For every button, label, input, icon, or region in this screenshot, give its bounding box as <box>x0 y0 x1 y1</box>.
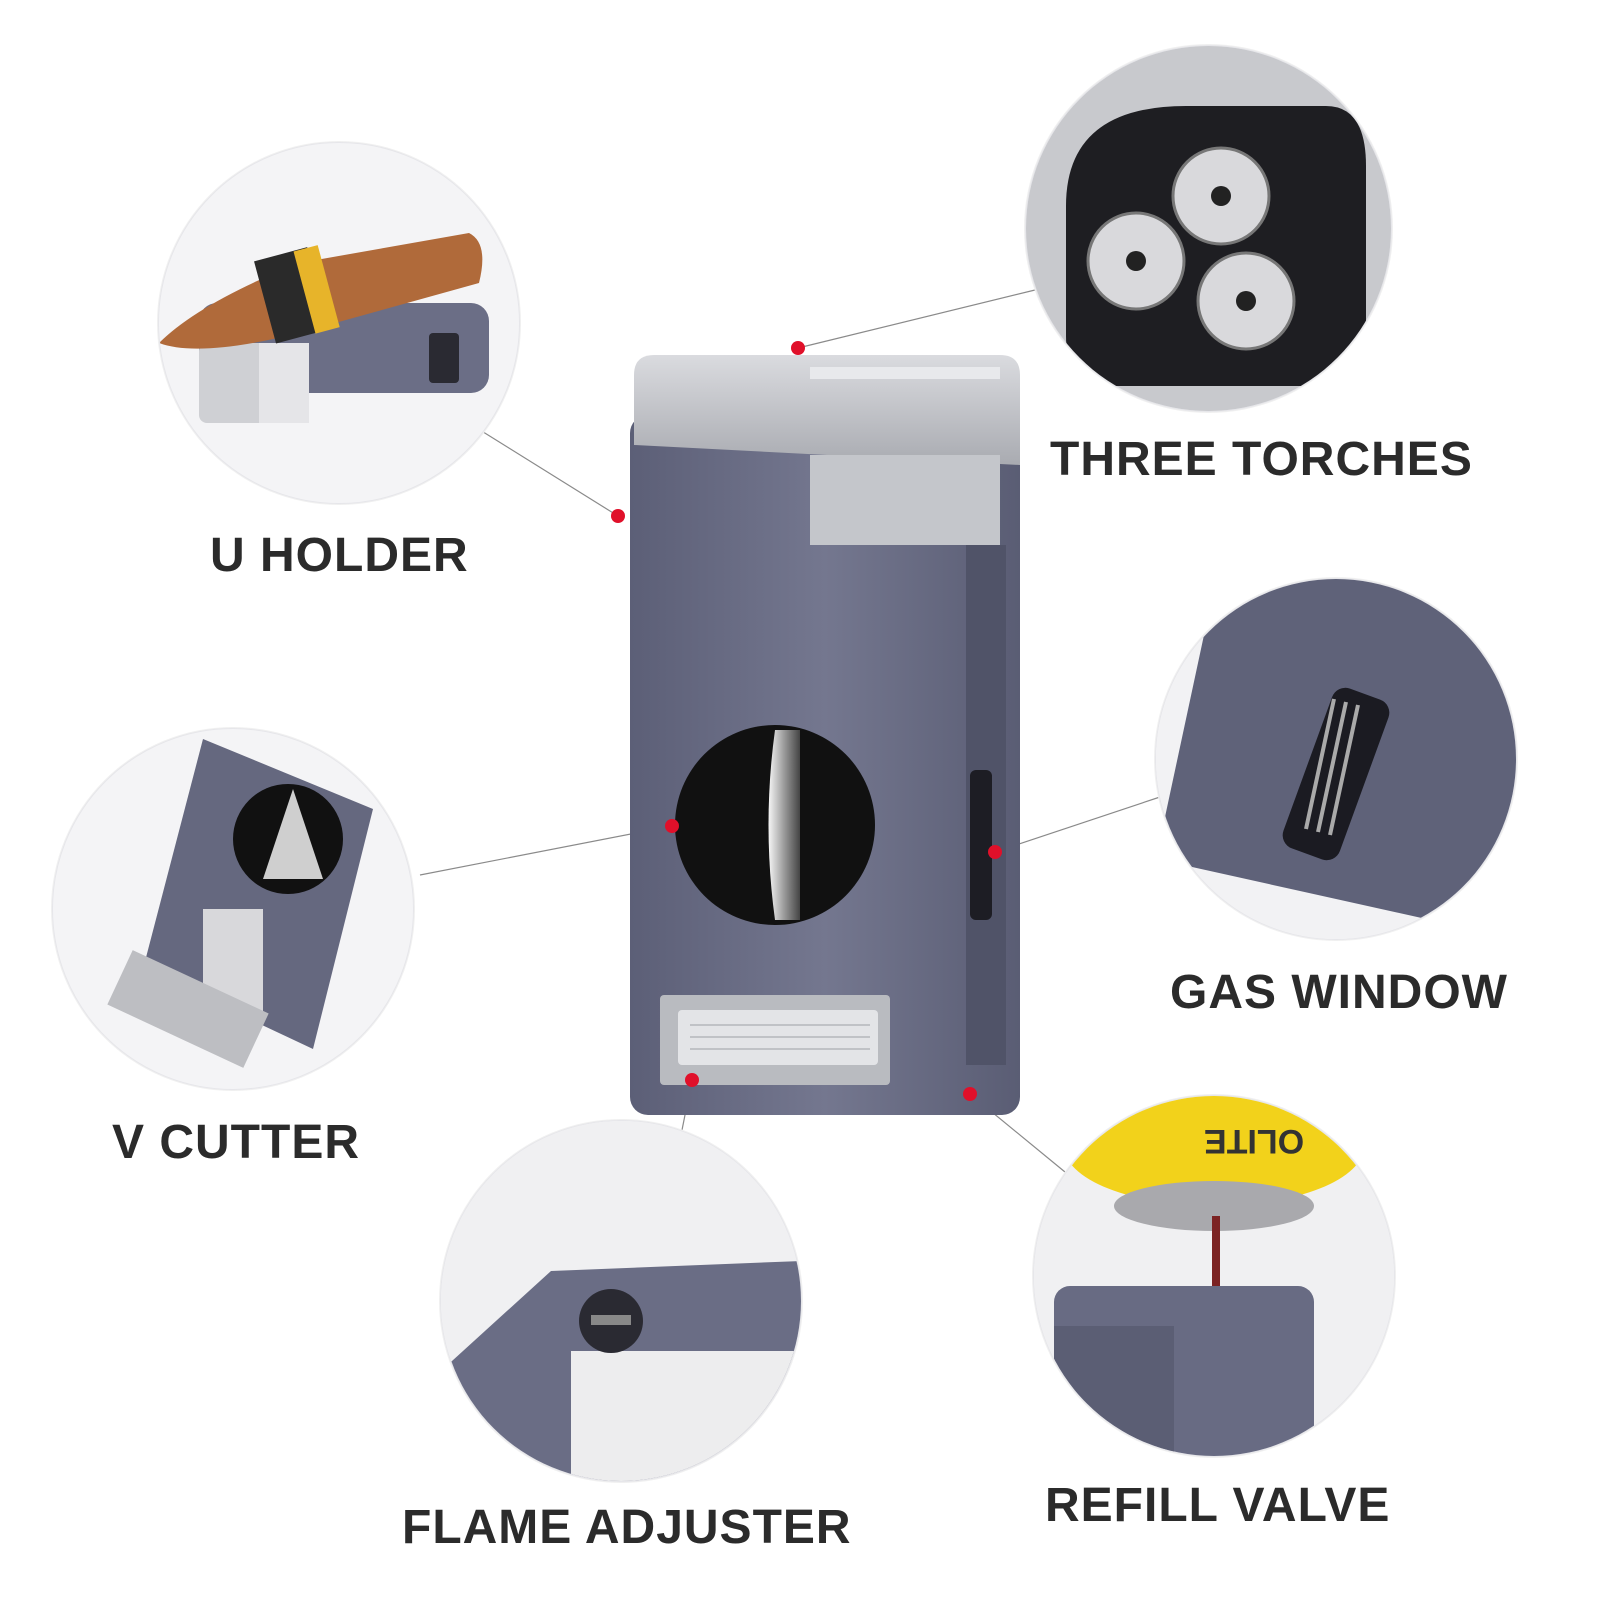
v-cutter-detail <box>52 728 414 1090</box>
gas-window-detail <box>1155 578 1517 940</box>
cutter-marker <box>665 819 679 833</box>
window-marker <box>988 845 1002 859</box>
u-holder-detail <box>158 142 520 504</box>
torch-marker <box>791 341 805 355</box>
adjuster-marker <box>685 1073 699 1087</box>
lighter-main-image <box>630 355 1050 1135</box>
u-holder-label: U HOLDER <box>210 529 469 582</box>
three-torches-label: THREE TORCHES <box>1050 433 1473 486</box>
flame-adjuster-detail <box>440 1120 802 1482</box>
holder-marker <box>611 509 625 523</box>
refill-valve-label: REFILL VALVE <box>1045 1479 1391 1532</box>
flame-adjuster-label: FLAME ADJUSTER <box>402 1501 852 1554</box>
three-torches-detail <box>1025 45 1392 412</box>
canister-text: OLITE <box>1204 1122 1305 1160</box>
gas-window-label: GAS WINDOW <box>1170 966 1508 1019</box>
valve-marker <box>963 1087 977 1101</box>
refill-valve-detail: OLITE <box>1033 1095 1395 1457</box>
v-cutter-label: V CUTTER <box>112 1116 360 1169</box>
